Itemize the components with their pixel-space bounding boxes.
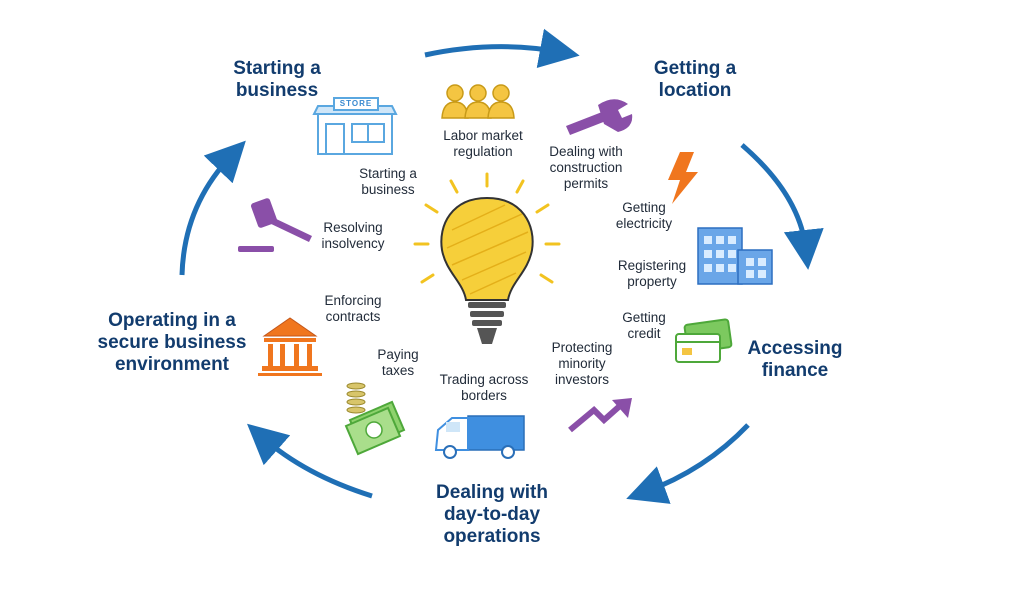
cycle-arrow-right	[740, 143, 824, 270]
topic-getting-electricity: Getting electricity	[615, 200, 673, 231]
store-sign-text: STORE	[339, 99, 373, 108]
topic-getting-credit: Getting credit	[622, 310, 666, 341]
stage-starting-a-business: Starting a business	[233, 58, 321, 101]
topic-starting-a-business: Starting a business	[359, 166, 417, 197]
stage-day-to-day-operations: Dealing with day-to-day operations	[436, 482, 548, 547]
money-icon	[344, 382, 406, 456]
topic-registering-property: Registering property	[617, 258, 687, 289]
stage-getting-a-location: Getting a location	[653, 58, 737, 101]
credit-card-icon	[675, 318, 733, 363]
lightbulb-icon	[413, 172, 561, 344]
topic-trading-across-borders: Trading across borders	[439, 372, 529, 403]
lightning-icon	[668, 152, 698, 204]
cycle-arrow-bottom-right	[626, 423, 750, 504]
topic-labor-market-regulation: Labor market regulation	[443, 128, 523, 159]
wrench-icon	[566, 99, 633, 135]
workers-icon	[441, 84, 515, 119]
topic-protecting-minority-investors: Protecting minority investors	[551, 340, 613, 387]
building-icon	[697, 227, 773, 285]
topic-paying-taxes: Paying taxes	[377, 347, 419, 378]
store-icon	[312, 97, 398, 155]
courthouse-icon	[258, 317, 322, 376]
cycle-arrow-bottom-left	[247, 423, 373, 499]
truck-icon	[434, 415, 525, 459]
stage-secure-environment: Operating in a secure business environme…	[97, 310, 247, 375]
cycle-arrow-top	[424, 28, 580, 69]
topic-enforcing-contracts: Enforcing contracts	[324, 293, 382, 324]
gavel-icon	[238, 198, 312, 252]
trend-arrow-icon	[568, 398, 632, 433]
topic-resolving-insolvency: Resolving insolvency	[321, 220, 385, 251]
topic-construction-permits: Dealing with construction permits	[549, 144, 623, 191]
cycle-arrow-left	[179, 140, 246, 276]
stage-accessing-finance: Accessing finance	[747, 338, 843, 381]
